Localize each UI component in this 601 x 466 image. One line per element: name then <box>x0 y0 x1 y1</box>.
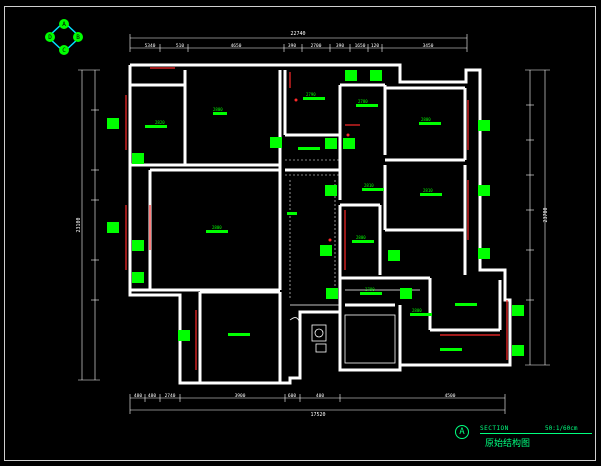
top-dim-1: 5340 <box>145 43 156 49</box>
top-dim-7: 1650 <box>355 43 366 49</box>
drawing-title: 原始结构图 <box>485 439 531 449</box>
bottom-dim-5: 600 <box>288 393 296 399</box>
left-total-dimension: 23100 <box>76 217 82 232</box>
room-label-4: 2780 <box>358 99 368 104</box>
room-label-8: 2810 <box>423 188 433 193</box>
bottom-dim-2: 480 <box>148 393 156 399</box>
left-dimensions <box>78 69 100 381</box>
green-markers <box>107 70 524 356</box>
scale-label: 50:1/60cm <box>545 425 578 432</box>
title-rule <box>480 433 592 434</box>
top-dim-6: 390 <box>336 43 344 49</box>
bottom-dim-4: 3900 <box>235 393 246 399</box>
compass-letter-a: A <box>62 21 66 28</box>
walls <box>128 63 512 385</box>
room-label-5: 2800 <box>421 117 431 122</box>
room-label-11: 2800 <box>412 308 422 313</box>
room-label-3: 2790 <box>306 92 316 97</box>
compass-letter-b: B <box>76 34 80 41</box>
room-label-1: 2820 <box>155 120 165 125</box>
bottom-dim-6: 400 <box>316 393 324 399</box>
right-total-dimension: 23700 <box>543 207 549 222</box>
room-label-2: 2800 <box>213 107 223 112</box>
bottom-total-dimension: 17520 <box>310 412 325 418</box>
top-dim-8: 120 <box>371 43 379 49</box>
compass-letter-c: C <box>62 47 66 54</box>
room-label-10: 2790 <box>365 287 375 292</box>
title-block: A SECTION 50:1/60cm 原始结构图 <box>455 425 595 453</box>
fixture-symbols <box>311 324 327 353</box>
top-dim-5: 2700 <box>311 43 322 49</box>
top-dimensions <box>129 34 468 52</box>
room-label-7: 2810 <box>364 183 374 188</box>
top-total-dimension: 22740 <box>290 31 305 37</box>
dashed-lines <box>285 159 340 300</box>
openings <box>125 67 508 370</box>
bottom-dim-1: 480 <box>134 393 142 399</box>
right-dimensions <box>525 69 550 366</box>
drawing-frame <box>4 6 596 461</box>
bottom-dimensions <box>129 394 506 414</box>
red-dots <box>294 98 350 242</box>
compass-icon: A B C D <box>45 19 83 55</box>
room-label-6: 2800 <box>212 225 222 230</box>
compass-letter-d: D <box>48 34 52 41</box>
bottom-dim-7: 4500 <box>445 393 456 399</box>
top-dim-2: 510 <box>176 43 184 49</box>
bottom-dim-3: 2740 <box>165 393 176 399</box>
room-label-9: 2800 <box>356 235 366 240</box>
top-dim-9: 3450 <box>423 43 434 49</box>
room-tags <box>145 97 477 351</box>
section-circle-icon: A <box>455 425 469 439</box>
section-label: SECTION <box>480 425 509 432</box>
top-dim-3: 4650 <box>231 43 242 49</box>
top-dim-4: 390 <box>288 43 296 49</box>
